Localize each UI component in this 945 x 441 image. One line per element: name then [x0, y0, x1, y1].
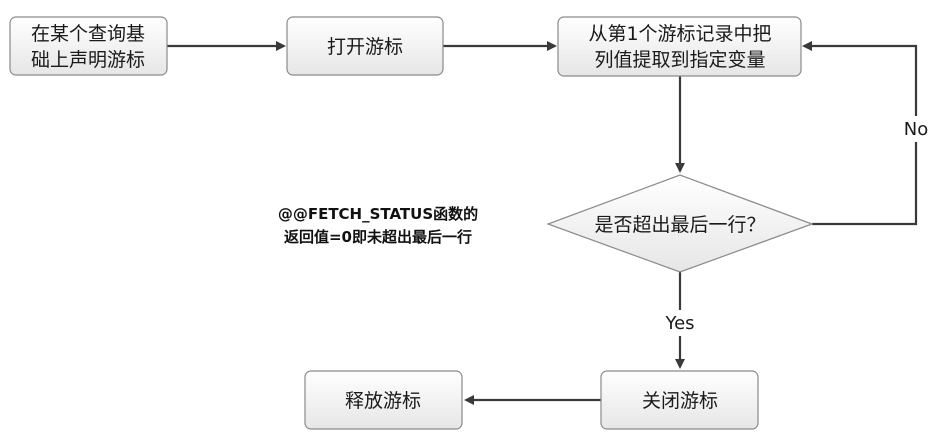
node-fetch-record-box [557, 16, 802, 77]
node-declare-cursor-line-1: 在某个查询基 [31, 23, 145, 45]
node-release-cursor: 释放游标 [304, 370, 463, 430]
node-decision: 是否超出最后一行？ [546, 174, 814, 273]
node-declare-cursor-box [9, 16, 168, 76]
no-label: No [904, 119, 928, 140]
node-close-cursor: 关闭游标 [600, 370, 759, 430]
edge-decision-no-loop [802, 41, 918, 226]
node-release-cursor-box [304, 370, 463, 430]
node-fetch-record-line-1: 从第1个游标记录中把 [588, 23, 771, 45]
node-declare-cursor: 在某个查询基 础上声明游标 [9, 16, 168, 76]
no-label-bg [900, 116, 932, 142]
node-decision-diamond [546, 174, 814, 273]
node-close-cursor-label: 关闭游标 [642, 390, 718, 412]
yes-label-bg [656, 310, 704, 336]
node-open-cursor-box [286, 16, 444, 76]
node-declare-cursor-line-2: 础上声明游标 [31, 49, 145, 71]
node-open-cursor-label: 打开游标 [327, 36, 403, 58]
fetch-status-note-line-2: 返回值=0即未超出最后一行 [284, 228, 472, 246]
node-open-cursor: 打开游标 [286, 16, 444, 76]
node-release-cursor-label: 释放游标 [345, 390, 421, 412]
yes-label: Yes [664, 313, 694, 334]
node-close-cursor-box [600, 370, 759, 430]
node-fetch-record-line-2: 列值提取到指定变量 [594, 49, 765, 71]
fetch-status-note-line-1: @@FETCH_STATUS函数的 [278, 205, 478, 223]
fetch-status-note: @@FETCH_STATUS函数的 返回值=0即未超出最后一行 [278, 205, 478, 246]
node-decision-label: 是否超出最后一行？ [594, 214, 765, 236]
node-fetch-record: 从第1个游标记录中把 列值提取到指定变量 [557, 16, 802, 77]
